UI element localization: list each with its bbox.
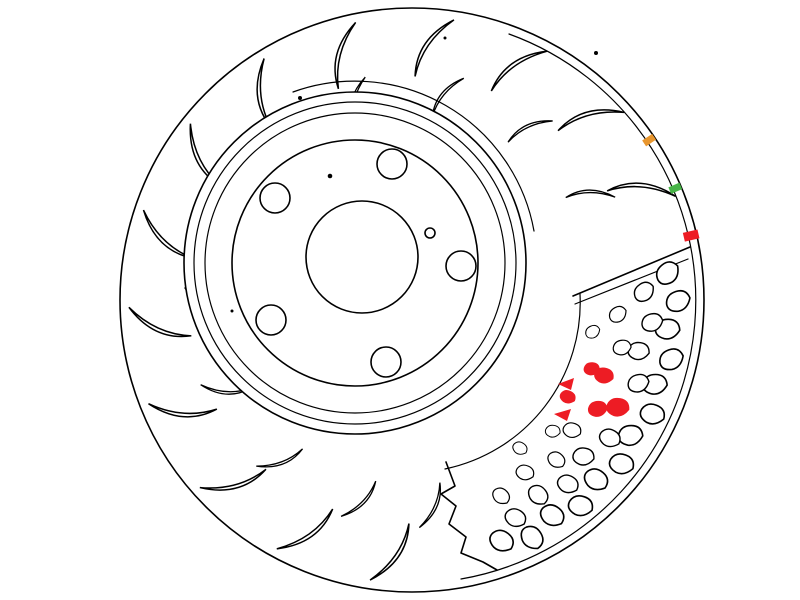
- index-hole: [424, 227, 436, 239]
- rim-markers: [642, 133, 700, 242]
- highlighted-vane: [557, 387, 579, 407]
- rotor-slot: [408, 12, 455, 82]
- hat-step-arc: [292, 80, 535, 232]
- vent-vane: [560, 419, 584, 441]
- lug-holes: [255, 148, 477, 378]
- vent-vane: [513, 461, 537, 484]
- cutaway-jagged-edge: [440, 461, 498, 571]
- center-bore: [305, 200, 419, 314]
- rotor-slot: [564, 185, 616, 205]
- lug-hole: [370, 346, 402, 378]
- vent-vane: [553, 470, 583, 498]
- rotor-slot: [504, 111, 554, 149]
- vent-vane: [485, 525, 519, 558]
- rotor-outer-edge: [119, 7, 705, 593]
- ink-speck: [327, 173, 333, 179]
- ink-specks: [230, 36, 598, 313]
- rim-marker-red: [682, 229, 700, 242]
- rotor-slot: [147, 399, 218, 420]
- vent-vane: [570, 445, 597, 468]
- lug-hole: [255, 304, 287, 336]
- rotor-slot: [340, 476, 380, 524]
- ink-speck: [298, 96, 302, 100]
- lug-hole: [259, 182, 291, 214]
- vent-vane: [535, 499, 569, 532]
- lug-hole: [376, 148, 408, 180]
- highlight-arrows: [554, 378, 574, 421]
- rotor-slot: [554, 97, 625, 140]
- hat-ring-3: [204, 112, 506, 414]
- vent-vane: [606, 449, 638, 479]
- rotor-slot: [199, 460, 270, 503]
- hat-ring-2: [193, 101, 517, 425]
- rotor-slot: [486, 39, 548, 99]
- rotor-slot: [606, 180, 677, 201]
- hat-section: [183, 80, 535, 435]
- cutaway-top-edge: [572, 246, 691, 297]
- rotor-slot: [369, 518, 416, 588]
- vent-vane: [636, 399, 669, 429]
- vent-vane: [489, 483, 514, 509]
- lug-hole: [445, 250, 477, 282]
- vent-vane: [662, 287, 694, 315]
- cutaway-inner-arc: [444, 293, 581, 470]
- vent-vane: [595, 424, 625, 452]
- vent-vane: [656, 345, 687, 374]
- vent-vane: [579, 463, 613, 496]
- vent-vane: [629, 278, 659, 306]
- vent-vane: [605, 303, 630, 326]
- rotor-slot: [123, 306, 195, 343]
- vent-vane: [543, 423, 562, 440]
- ink-speck: [443, 36, 447, 40]
- rotor-disc: [119, 7, 705, 593]
- rotor-slot: [276, 501, 338, 561]
- vent-vane: [617, 424, 644, 447]
- rotor-slot: [418, 480, 445, 532]
- highlighted-vane: [604, 396, 631, 419]
- rim-marker-green: [668, 182, 683, 194]
- vent-vane: [516, 521, 548, 554]
- highlighted-vane: [587, 400, 608, 418]
- highlight-arrow: [558, 378, 574, 390]
- ink-speck: [594, 51, 598, 55]
- vent-vane: [510, 438, 531, 459]
- vent-vane: [544, 447, 569, 472]
- highlight-arrow: [554, 409, 571, 421]
- ink-speck: [230, 309, 234, 313]
- rotor-slot: [331, 19, 357, 91]
- vent-vane: [583, 322, 603, 341]
- rim-band-edge: [460, 33, 697, 580]
- rim-marker-orange: [642, 133, 657, 147]
- vent-vane: [565, 491, 597, 520]
